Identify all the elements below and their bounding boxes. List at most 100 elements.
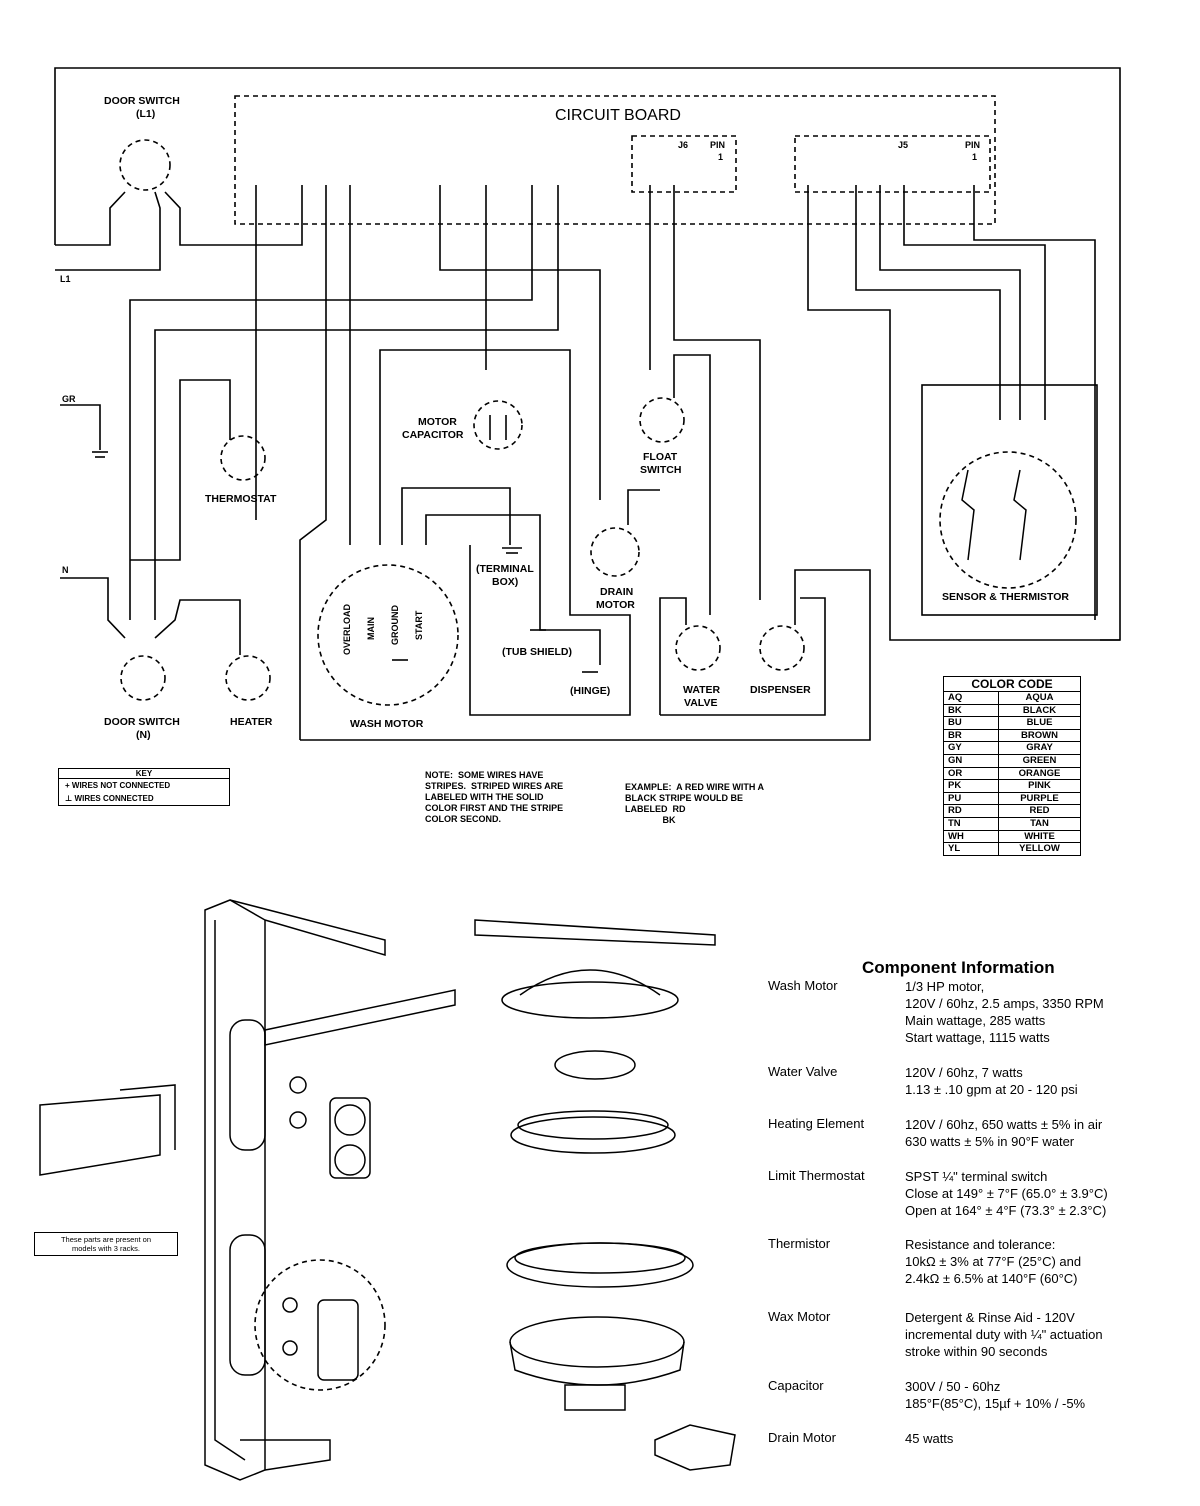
key-title: KEY [59, 769, 229, 779]
j5-pin-label: PIN [965, 140, 980, 150]
color-code-name: YELLOW [1019, 843, 1060, 855]
sensor-thermistor-label: SENSOR & THERMISTOR [942, 591, 1069, 603]
component-info-line: 2.4kΩ ± 6.5% at 140°F (60°C) [905, 1271, 1078, 1286]
component-info-title: Component Information [862, 958, 1055, 977]
component-info-line: SPST ¼" terminal switch [905, 1169, 1048, 1184]
key-connected: ⊥ WIRES CONNECTED [59, 792, 229, 805]
color-code-name: PURPLE [1020, 792, 1059, 804]
circuit-board-box [234, 95, 996, 225]
j6-label: J6 [678, 140, 688, 150]
j5-label: J5 [898, 140, 908, 150]
color-code-row: AQ AQUA [944, 692, 1080, 705]
gr-label: GR [62, 394, 76, 404]
color-code-row: OR ORANGE [944, 767, 1080, 781]
color-code-name: GREEN [1022, 754, 1057, 766]
color-code-name: WHITE [1024, 830, 1055, 842]
example-note: EXAMPLE: A RED WIRE WITH A BLACK STRIPE … [625, 782, 764, 825]
component-info-line: Main wattage, 285 watts [905, 1013, 1046, 1028]
component-info-line: Resistance and tolerance: [905, 1237, 1056, 1252]
door-switch-n [120, 655, 166, 701]
thermostat [220, 435, 266, 481]
color-code-row: GY GRAY [944, 742, 1080, 755]
color-code-row: BK BLACK [944, 704, 1080, 718]
key-not-connected: + WIRES NOT CONNECTED [59, 779, 229, 792]
terminal-box-label-2: BOX) [492, 576, 518, 588]
motor-capacitor-label-1: MOTOR [418, 416, 457, 428]
j6-pin-label: PIN [710, 140, 725, 150]
main-label: MAIN [366, 617, 376, 640]
hinge-label: (HINGE) [570, 685, 610, 697]
door-switch-l1-label: DOOR SWITCH [104, 95, 180, 107]
color-code-abbr: GY [944, 742, 999, 754]
terminal-box-label-1: (TERMINAL [476, 563, 534, 575]
color-code-row: TN TAN [944, 817, 1080, 831]
spray-arm-drawing [264, 919, 716, 1046]
color-code-abbr: OR [944, 767, 999, 780]
component-info-name: Capacitor [768, 1378, 824, 1393]
color-code-abbr: BR [944, 729, 999, 742]
connected-icon: ⊥ [65, 794, 73, 803]
color-code-abbr: AQ [944, 692, 999, 704]
float-switch-label-2: SWITCH [640, 464, 681, 476]
component-info-line: 185°F(85°C), 15µf + 10% / -5% [905, 1396, 1086, 1411]
board-pins [129, 185, 1120, 740]
color-code-name: TAN [1030, 817, 1049, 829]
circuit-board-title: CIRCUIT BOARD [555, 107, 681, 124]
j6-connector [631, 135, 737, 193]
ground-label: GROUND [390, 605, 400, 645]
l1-label: L1 [60, 274, 71, 284]
color-code-name: BLACK [1022, 704, 1057, 716]
color-code-abbr: PK [944, 780, 999, 792]
door-switch-n-label: DOOR SWITCH [104, 716, 180, 728]
color-code-name: BROWN [1021, 729, 1058, 741]
color-code-row: GN GREEN [944, 754, 1080, 768]
component-info-line: 300V / 50 - 60hz [905, 1379, 1001, 1394]
stripes-note: NOTE: SOME WIRES HAVE STRIPES. STRIPED W… [425, 770, 564, 824]
j5-pin-number: 1 [972, 152, 977, 162]
dispenser-label: DISPENSER [750, 684, 811, 696]
callout-text-2: models with 3 racks. [72, 1244, 140, 1253]
component-info-line: Close at 149° ± 7°F (65.0° ± 3.9°C) [905, 1186, 1108, 1201]
component-info-line: 120V / 60hz, 2.5 amps, 3350 RPM [905, 996, 1104, 1011]
component-info-line: Open at 164° ± 4°F (73.3° ± 2.3°C) [905, 1203, 1107, 1218]
component-info-line: 120V / 60hz, 7 watts [905, 1065, 1023, 1080]
color-code-abbr: GN [944, 754, 999, 767]
color-code-name: BLUE [1026, 717, 1053, 729]
color-code-abbr: TN [944, 817, 999, 830]
wash-motor [317, 564, 459, 706]
key-not-connected-text: WIRES NOT CONNECTED [71, 781, 171, 790]
component-info-name: Water Valve [768, 1064, 838, 1079]
motor-capacitor [473, 400, 523, 450]
color-code-abbr: PU [944, 792, 999, 805]
color-code-row: BR BROWN [944, 729, 1080, 743]
drain-motor-label-2: MOTOR [596, 599, 635, 611]
color-code-abbr: YL [944, 843, 999, 855]
color-code-row: PU PURPLE [944, 792, 1080, 806]
door-switch-l1-sub: (L1) [136, 108, 155, 120]
door-switch-l1 [119, 139, 171, 191]
color-code-name: ORANGE [1018, 767, 1061, 779]
color-code-name: AQUA [1025, 692, 1054, 703]
water-valve-label-2: VALVE [684, 697, 717, 709]
motor-capacitor-label-2: CAPACITOR [402, 429, 464, 441]
callout-text-1: These parts are present on [60, 1235, 152, 1244]
component-info-name: Wash Motor [768, 978, 838, 993]
color-code-abbr: BU [944, 717, 999, 729]
color-code-abbr: BK [944, 704, 999, 717]
color-code-name: GRAY [1026, 742, 1053, 754]
sensor-thermistor [939, 451, 1077, 589]
wiring-key: KEY + WIRES NOT CONNECTED ⊥ WIRES CONNEC… [58, 768, 230, 806]
color-code-title: COLOR CODE [944, 677, 1080, 692]
float-switch-label-1: FLOAT [643, 451, 678, 463]
component-info-line: Start wattage, 1115 watts [905, 1030, 1050, 1045]
basket-drawing [39, 1084, 176, 1176]
drain-motor [590, 527, 640, 577]
component-info-desc: Resistance and tolerance:10kΩ ± 3% at 77… [905, 1236, 1195, 1287]
key-connected-text: WIRES CONNECTED [74, 794, 154, 803]
wash-motor-label: WASH MOTOR [350, 718, 424, 730]
j5-connector [794, 135, 991, 193]
